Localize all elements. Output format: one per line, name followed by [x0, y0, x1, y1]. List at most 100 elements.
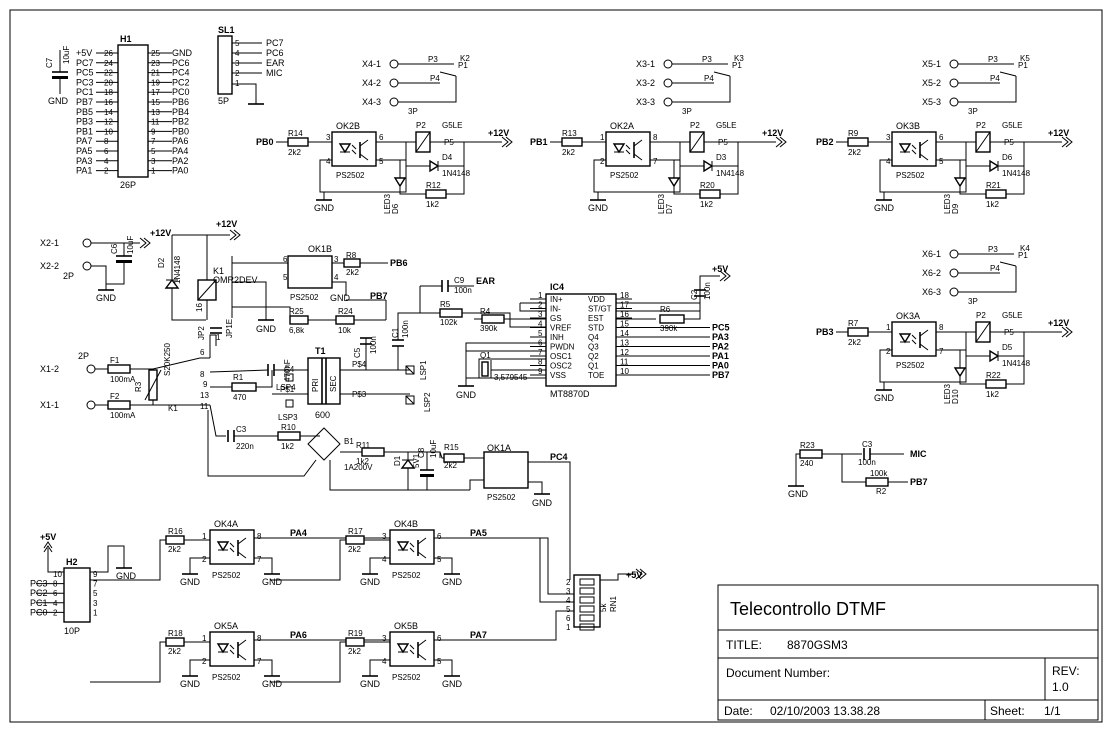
relay-p2: P2: [976, 121, 986, 130]
led-resistor-ref: R12: [426, 181, 441, 190]
led-resistor-ref: R20: [700, 181, 715, 190]
h1-right-label: PB6: [172, 97, 189, 107]
h1-left-label: +5V: [76, 48, 92, 58]
c9-value: 100n: [454, 286, 472, 295]
ok1b-output-label: PB6: [390, 258, 408, 268]
c7-ref: C7: [45, 57, 54, 68]
terminal-label: X3-2: [636, 78, 655, 88]
rn1-element: [579, 596, 595, 604]
b1-value: 1A200V: [344, 463, 373, 472]
h2-right-pin: 7: [93, 580, 98, 589]
diode-ref: D6: [1002, 153, 1013, 162]
k1-value: OMR2DEV: [213, 275, 258, 285]
opto-pin: 4: [382, 657, 387, 666]
terminal: [949, 287, 959, 297]
h1-right-pin: 3: [151, 157, 156, 166]
terminal-label: X6-3: [922, 287, 941, 297]
ok1a-output-label: PC4: [550, 452, 568, 462]
relay-resistor-ref: R9: [848, 129, 859, 138]
terminal: [949, 59, 959, 69]
t1-pin-p3: P$3: [352, 390, 367, 399]
optocoupler: [891, 321, 937, 357]
ic4-left-name: OSC1: [550, 352, 572, 361]
k1-pin-16: 16: [195, 303, 204, 312]
h1-left-label: PA3: [76, 156, 92, 166]
lsp2-ref: LSP2: [423, 392, 432, 412]
relay-output-pb0: X4-1X4-2X4-33PP3P4P1K2PB0R142k2OK2BPS250…: [256, 54, 513, 214]
ic4-right-pin: 17: [620, 301, 629, 310]
h1-right-pin: 21: [151, 69, 160, 78]
input-resistor-value: 2k2: [348, 545, 361, 554]
opto-pin: 8: [653, 133, 658, 142]
led-ref: LED3: [383, 193, 392, 214]
k1-pin-6: 6: [200, 348, 205, 357]
contact-p1: P1: [1018, 251, 1028, 260]
sl1-label: PC7: [266, 38, 284, 48]
contact-p4: P4: [990, 264, 1000, 273]
opto-pin: 5: [379, 157, 384, 166]
ic4-output-label: PA0: [712, 361, 729, 371]
ic4-right-pin: 12: [620, 348, 629, 357]
bridge-b1: [307, 427, 341, 461]
terminal: [663, 78, 673, 88]
ear-label: EAR: [476, 276, 496, 286]
opto-pin: 1: [202, 634, 207, 643]
x1-1-label: X1-1: [40, 400, 59, 410]
line-gnd-1: GND: [256, 324, 277, 334]
rn1-element: [579, 614, 595, 622]
opto-pin: 7: [653, 157, 658, 166]
c2-ref: C2: [690, 289, 699, 300]
c8-ref: C8: [417, 447, 426, 458]
c7-value: 10uF: [62, 46, 71, 64]
h1-right-pin: 25: [151, 49, 160, 58]
mic-pb7-label: PB7: [910, 477, 928, 487]
ic4-left-name: VREF: [550, 324, 571, 333]
led-resistor-ref: R22: [986, 371, 1001, 380]
ic4-right-name: ST/GT: [588, 305, 612, 314]
h1-left-pin: 8: [104, 137, 109, 146]
optocoupler-ref: OK5B: [394, 621, 418, 631]
h1-left-label: PA5: [76, 146, 92, 156]
terminal: [949, 249, 959, 259]
relay-type: G5LE: [442, 121, 462, 130]
optocoupler-type: PS2502: [610, 171, 639, 180]
opto-pin: 8: [257, 532, 262, 541]
h1-right-label: PC4: [172, 68, 190, 78]
sheet-value: 1/1: [1044, 704, 1061, 718]
terminal: [949, 97, 959, 107]
h1-right-pin: 11: [151, 118, 160, 127]
opto-pin: 7: [257, 657, 262, 666]
relay-type: G5LE: [716, 121, 736, 130]
input-gnd: GND: [180, 577, 201, 587]
ok1a-gnd: GND: [532, 498, 553, 508]
relay-input-label: PB3: [816, 327, 834, 337]
h1-left-label: PA7: [76, 136, 92, 146]
b1-ref: B1: [344, 437, 354, 446]
input-gnd: GND: [360, 577, 381, 587]
diode-value: 1N4148: [716, 169, 745, 178]
r24-value: 10k: [338, 326, 352, 335]
h1-left-label: PB3: [76, 117, 93, 127]
relay-resistor-value: 2k2: [562, 148, 575, 157]
h1-left-pin: 4: [104, 157, 109, 166]
h1-right-label: PA2: [172, 156, 188, 166]
c5-ref: C5: [353, 347, 362, 358]
opto-pin: 3: [326, 133, 331, 142]
contact-k: K4: [1020, 244, 1030, 253]
terminal: [389, 59, 399, 69]
c4-value: 470nF: [283, 359, 292, 382]
contact-p3: P3: [702, 55, 712, 64]
k1-contact-label: K1: [168, 404, 178, 413]
opto-pin: 2: [600, 157, 605, 166]
ic4-right-name: VDD: [588, 295, 605, 304]
led-resistor-value: 1k2: [700, 200, 713, 209]
optocoupler: [331, 131, 377, 167]
terminal-label: X5-2: [922, 78, 941, 88]
x2-power-label: +12V: [150, 228, 171, 238]
optocoupler-ref: OK2A: [610, 121, 634, 131]
k1-pin-1: 1: [216, 333, 221, 342]
ok1b-type: PS2502: [290, 293, 319, 302]
ic4-left-pin: 6: [538, 339, 543, 348]
ok1a-type: PS2502: [487, 493, 516, 502]
